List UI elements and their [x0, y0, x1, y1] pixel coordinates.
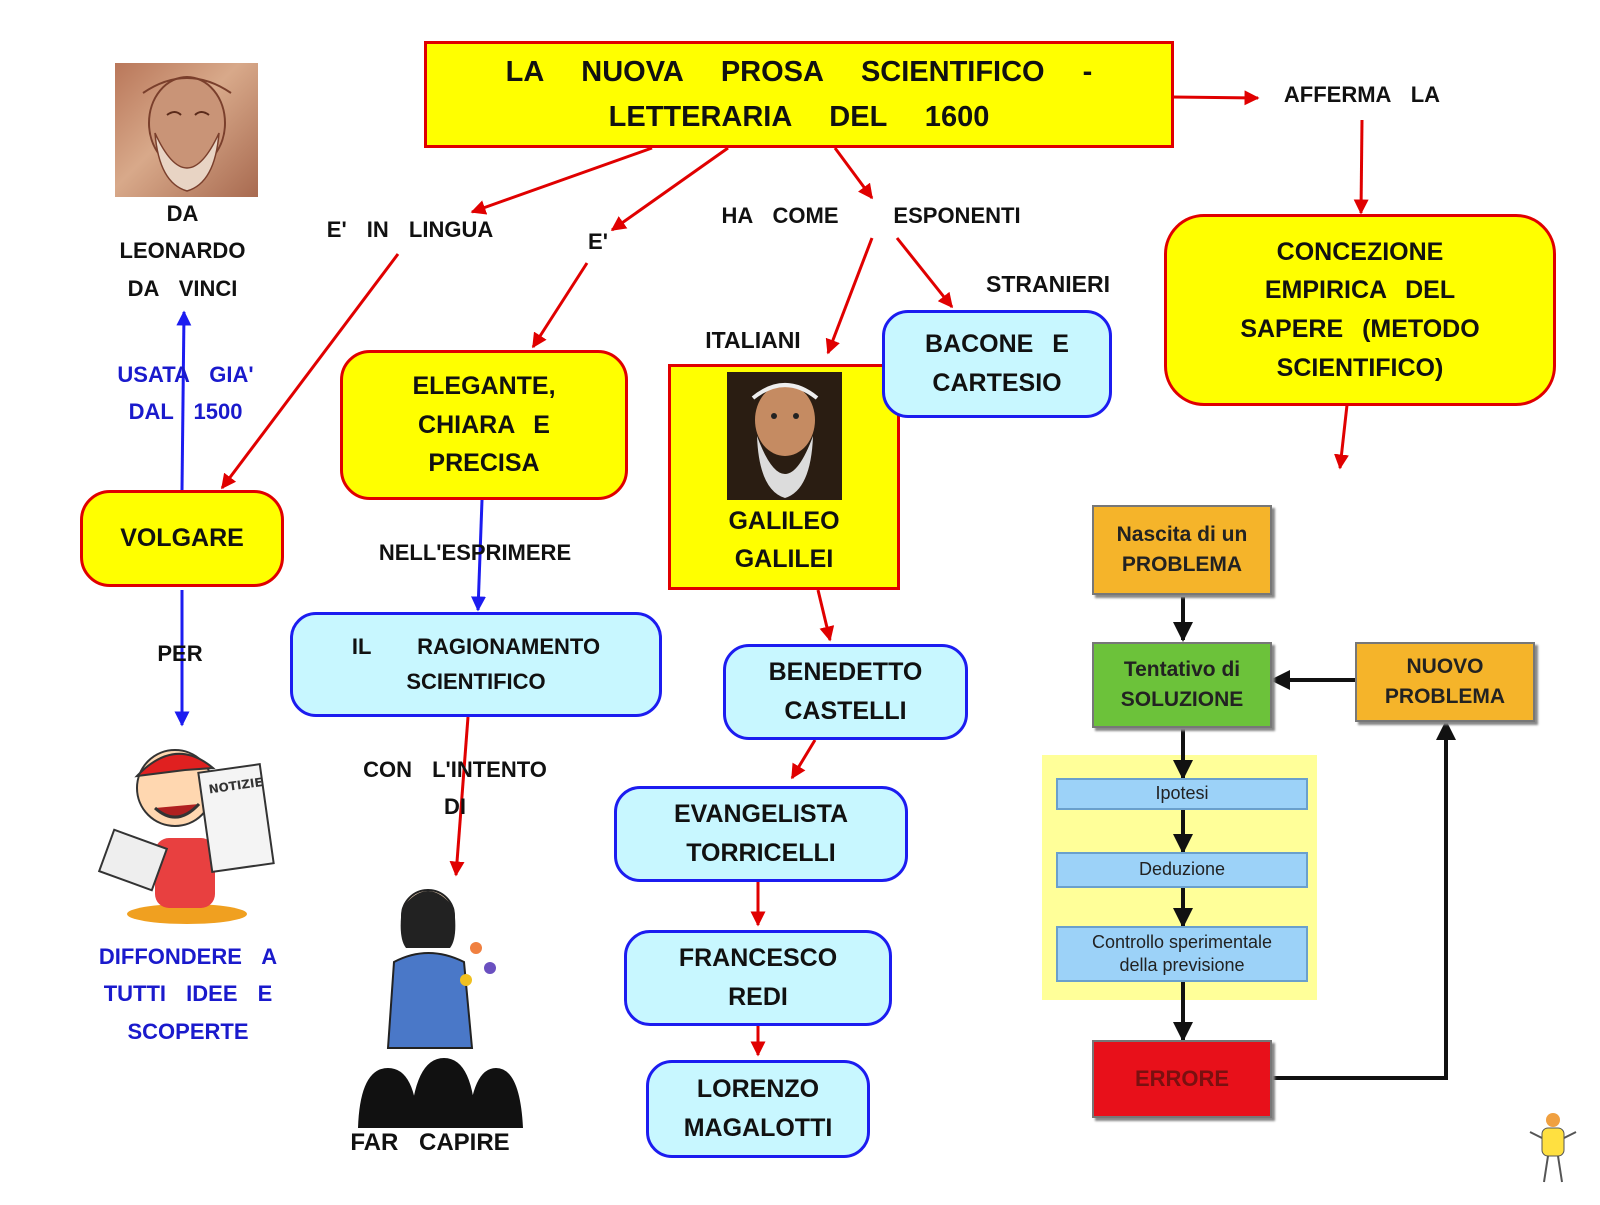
flow-controllo-sperimentale: Controllo sperimentale della previsione — [1056, 926, 1308, 982]
node-volgare: VOLGARE — [80, 490, 284, 587]
arrow-concezione-flow — [1334, 404, 1349, 470]
arrow-volgare-leonardo — [176, 310, 192, 491]
teacher-illustration — [358, 878, 523, 1128]
node-redi: FRANCESCO REDI — [624, 930, 892, 1026]
newspaper-boy-illustration: NOTIZIE — [95, 728, 280, 928]
arrow-ragionamento-far-capire — [449, 716, 470, 877]
label-ha-come: HA COME — [721, 203, 839, 228]
title-box: LA NUOVA PROSA SCIENTIFICO - LETTERARIA … — [424, 41, 1174, 148]
mascot-icon — [1528, 1110, 1578, 1190]
node-concezione: CONCEZIONE EMPIRICA DEL SAPERE (METODO S… — [1164, 214, 1556, 406]
galileo-portrait-image — [727, 372, 842, 500]
label-da-leonardo: DA LEONARDO DA VINCI — [119, 201, 246, 301]
node-elegante: ELEGANTE, CHIARA E PRECISA — [340, 350, 628, 500]
flow-nuovo-problema: NUOVO PROBLEMA — [1355, 642, 1535, 722]
label-far-capire: FAR CAPIRE — [350, 1129, 510, 1156]
flow-errore: ERRORE — [1092, 1040, 1272, 1118]
label-usata-gia: USATA GIA' DAL 1500 — [117, 362, 254, 425]
arrow-esponenti-stranieri — [895, 237, 954, 309]
arrow-title-afferma — [1171, 90, 1260, 106]
arrow-title-lingua — [470, 146, 653, 215]
arrow-title-esponenti — [833, 147, 874, 200]
node-castelli: BENEDETTO CASTELLI — [723, 644, 968, 740]
flow-ipotesi: Ipotesi — [1056, 778, 1308, 810]
flow-nascita-problema: Nascita di un PROBLEMA — [1092, 505, 1272, 595]
label-stranieri: STRANIERI — [986, 271, 1110, 297]
arrow-afferma-concezione — [1353, 119, 1369, 215]
label-esponenti: ESPONENTI — [893, 203, 1021, 228]
arrow-lingua-volgare — [220, 253, 400, 490]
arrow-castelli-torricelli — [790, 739, 817, 780]
title-text: LA NUOVA PROSA SCIENTIFICO - LETTERARIA … — [505, 55, 1093, 133]
arrow-elegante-ragionamento — [470, 499, 486, 612]
flow-tentativo-soluzione: Tentativo di SOLUZIONE — [1092, 642, 1272, 728]
arrow-galileo-castelli — [816, 589, 835, 642]
flow-deduzione: Deduzione — [1056, 852, 1308, 888]
label-per: PER — [157, 641, 203, 666]
node-torricelli: EVANGELISTA TORRICELLI — [614, 786, 908, 882]
node-ragionamento: IL RAGIONAMENTO SCIENTIFICO — [290, 612, 662, 717]
label-diffondere: DIFFONDERE A TUTTI IDEE E SCOPERTE — [98, 944, 278, 1044]
node-magalotti: LORENZO MAGALOTTI — [646, 1060, 870, 1158]
leonardo-portrait-image — [115, 63, 258, 197]
label-italiani: ITALIANI — [705, 327, 801, 353]
label-con-intento: CON L'INTENTO DI — [363, 757, 547, 820]
label-afferma: AFFERMA LA — [1283, 82, 1441, 107]
node-bacone: BACONE E CARTESIO — [882, 310, 1112, 418]
label-e-in-lingua: E' IN LINGUA — [326, 217, 494, 242]
arrow-e-elegante — [531, 262, 589, 349]
arrow-title-e — [610, 146, 729, 232]
label-e: E' — [588, 229, 608, 254]
label-nell-esprimere: NELL'ESPRIMERE — [378, 540, 572, 565]
arrow-esponenti-italiani — [825, 237, 874, 355]
